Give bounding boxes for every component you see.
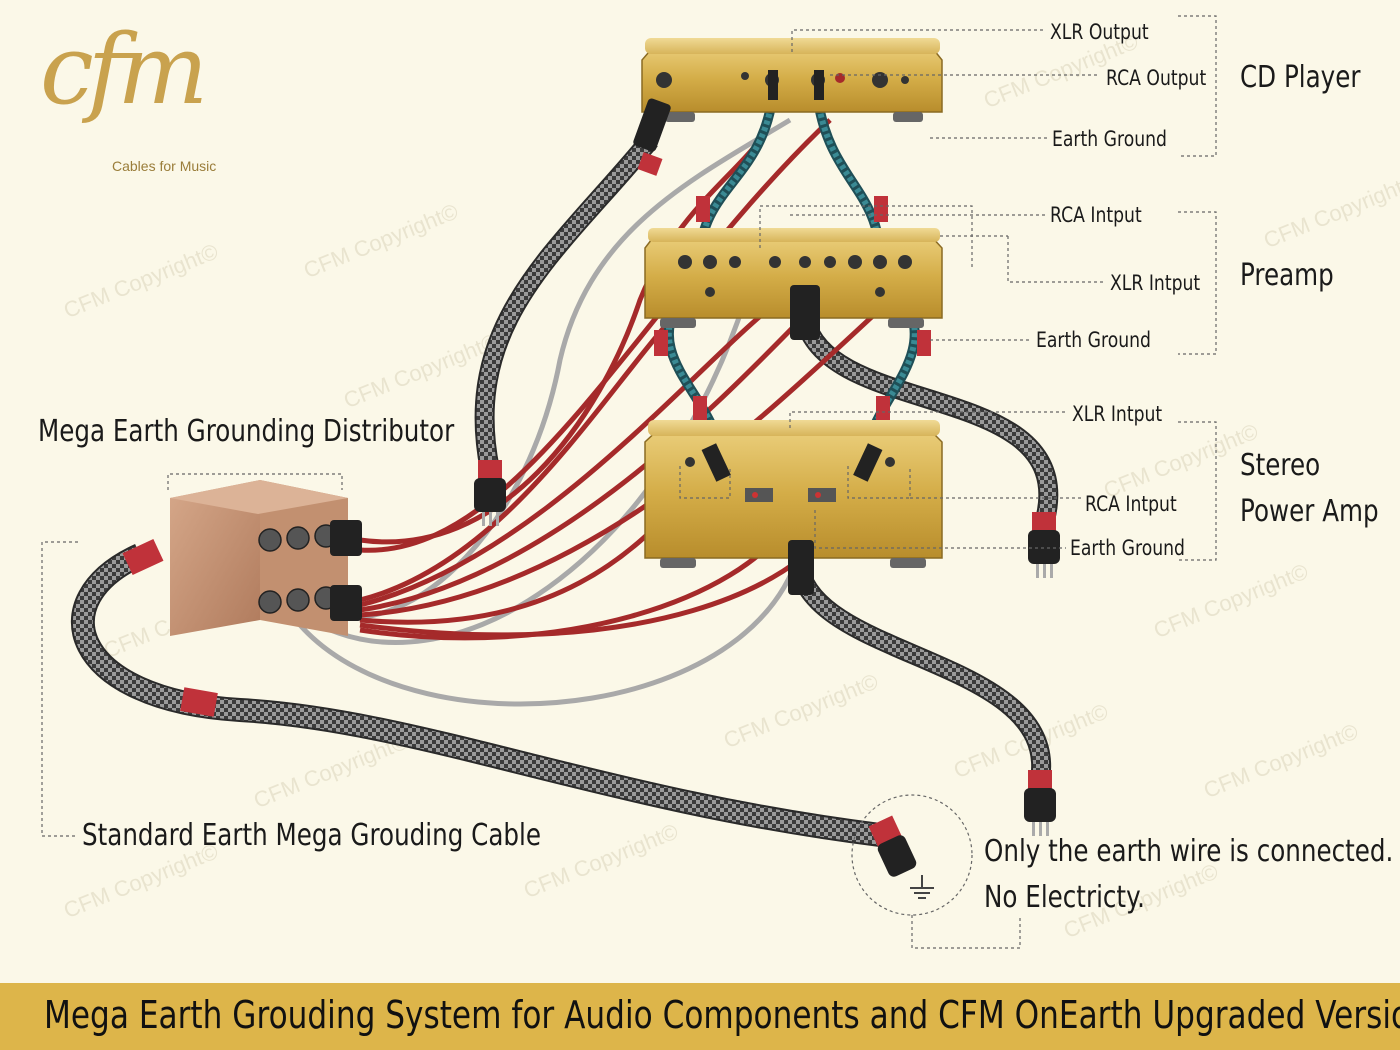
grounding-cable (71, 538, 882, 847)
note-line1: Only the earth wire is connected. (984, 834, 1394, 869)
cd-rca-output-label: RCA Output (1106, 66, 1207, 90)
earth-ground-plug (851, 794, 973, 916)
note-line2: No Electricty. (984, 880, 1145, 915)
grey-ground-wires (298, 117, 808, 707)
distributor-label: Mega Earth Grounding Distributor (38, 414, 455, 449)
amp-title-line1: Stereo (1240, 448, 1321, 483)
cd-xlr-output-label: XLR Output (1050, 20, 1149, 44)
footer-bar: Mega Earth Grouding System for Audio Com… (0, 983, 1400, 1050)
leader-lines (41, 15, 1217, 949)
power-amp-unit (644, 420, 943, 595)
cd-player-unit (633, 38, 943, 176)
cd-player-title: CD Player (1240, 60, 1361, 95)
preamp-title: Preamp (1240, 258, 1334, 293)
preamp-earth-ground-label: Earth Ground (1036, 328, 1151, 352)
amp-title-line2: Power Amp (1240, 494, 1379, 529)
grounding-distributor-box (170, 480, 362, 636)
footer-title: Mega Earth Grouding System for Audio Com… (44, 993, 1400, 1037)
cfm-logo: cfm (40, 14, 208, 126)
amp-rca-input-label: RCA Intput (1085, 492, 1177, 516)
preamp-unit (644, 228, 943, 340)
preamp-xlr-input-label: XLR Intput (1110, 271, 1201, 295)
power-plugs (474, 460, 1060, 836)
cd-earth-ground-label: Earth Ground (1052, 127, 1167, 151)
preamp-rca-input-label: RCA Intput (1050, 203, 1142, 227)
ground-symbol-icon (910, 875, 934, 899)
power-cords (474, 133, 1059, 782)
amp-xlr-input-label: XLR Intput (1072, 402, 1163, 426)
logo-tagline: Cables for Music (112, 158, 217, 174)
amp-earth-ground-label: Earth Ground (1070, 536, 1185, 560)
grounding-cable-label: Standard Earth Mega Grouding Cable (82, 818, 541, 853)
